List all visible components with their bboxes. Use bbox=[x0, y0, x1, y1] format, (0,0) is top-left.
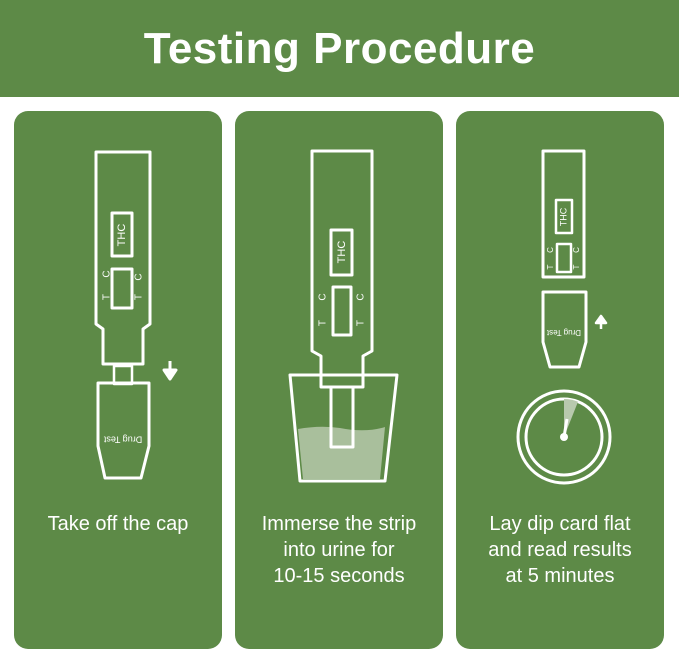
c-label-left: C bbox=[102, 270, 113, 277]
test-strip-body bbox=[541, 149, 586, 279]
t-label-left: T bbox=[102, 294, 113, 300]
c-label-right: C bbox=[356, 293, 367, 300]
c-label-left: C bbox=[318, 293, 329, 300]
caption-line: at 5 minutes bbox=[505, 565, 615, 587]
test-strip-body bbox=[94, 150, 152, 366]
t-label-right: T bbox=[134, 294, 145, 300]
test-strip-immerse-illustration: THC C T C T bbox=[288, 149, 399, 483]
thc-label-box bbox=[554, 198, 574, 235]
caption-line: into urine for bbox=[283, 539, 395, 561]
c-label-right: C bbox=[134, 273, 145, 280]
step-caption: Lay dip card flat and read results at 5 … bbox=[456, 511, 664, 589]
t-label-left: T bbox=[318, 320, 329, 326]
timer-clock-icon bbox=[516, 389, 612, 485]
strip-neck bbox=[112, 364, 134, 386]
caption-line: Take off the cap bbox=[47, 513, 189, 535]
t-label-right: T bbox=[572, 264, 581, 269]
step-panel-read-results: THC C T C T Drug Test Lay dip card flat … bbox=[456, 111, 664, 649]
step-panel-take-off-cap: THC C T C T Drug Test Take off the cap bbox=[14, 111, 222, 649]
arrow-up-icon bbox=[594, 314, 608, 329]
test-strip-timer-illustration: THC C T C T Drug Test bbox=[516, 149, 612, 485]
cap-outline bbox=[96, 381, 151, 480]
c-label-right: C bbox=[572, 247, 581, 253]
step-caption: Take off the cap bbox=[14, 511, 222, 537]
thc-label: THC bbox=[336, 241, 348, 264]
thc-label: THC bbox=[558, 207, 568, 226]
cup-outline bbox=[288, 373, 399, 483]
cap-text: Drug Test bbox=[103, 435, 142, 445]
t-label-left: T bbox=[546, 264, 555, 269]
caption-line: Immerse the strip bbox=[261, 513, 417, 535]
thc-label-box bbox=[329, 228, 354, 277]
test-strip-body bbox=[310, 149, 374, 389]
thc-label-box bbox=[110, 211, 134, 258]
result-window bbox=[110, 267, 134, 310]
t-label-right: T bbox=[356, 320, 367, 326]
cap-text: Drug Test bbox=[546, 328, 581, 337]
header-banner: Testing Procedure bbox=[0, 0, 679, 97]
urine-liquid bbox=[298, 426, 385, 479]
arrow-down-icon bbox=[162, 361, 178, 381]
page-title: Testing Procedure bbox=[143, 23, 536, 73]
caption-line: 10-15 seconds bbox=[273, 565, 405, 587]
c-label-left: C bbox=[546, 247, 555, 253]
strip-tip bbox=[329, 385, 355, 449]
step-panel-immerse: THC C T C T Immerse the strip into urine… bbox=[235, 111, 443, 649]
caption-line: and read results bbox=[488, 539, 632, 561]
caption-line: Lay dip card flat bbox=[489, 513, 631, 535]
result-window bbox=[331, 285, 353, 337]
thc-label: THC bbox=[116, 224, 128, 247]
step-caption: Immerse the strip into urine for 10-15 s… bbox=[235, 511, 443, 589]
cap-outline bbox=[541, 290, 588, 369]
test-strip-cap-off-illustration: THC C T C T Drug Test bbox=[94, 150, 178, 480]
result-window bbox=[555, 242, 573, 274]
